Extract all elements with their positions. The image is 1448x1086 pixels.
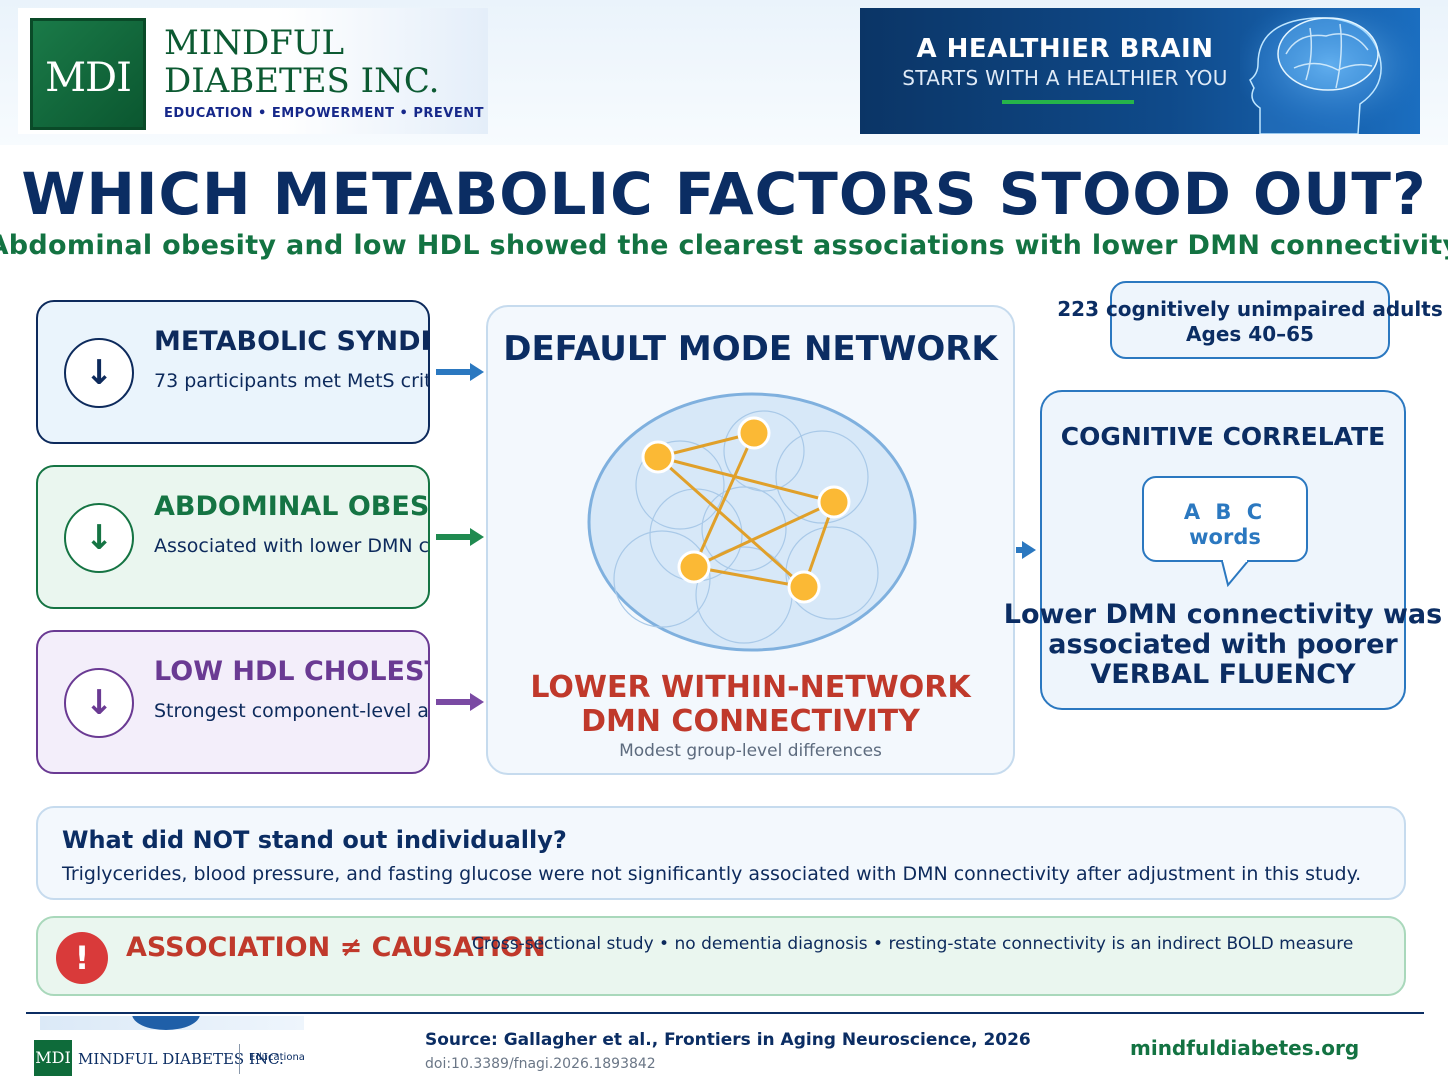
page-subtitle: Abdominal obesity and low HDL showed the… — [0, 230, 1448, 261]
cognitive-panel: COGNITIVE CORRELATE A B C words — [1040, 390, 1406, 710]
arrow-icon — [436, 693, 484, 711]
brain-head-icon — [1240, 8, 1420, 134]
sample-box — [1110, 281, 1390, 359]
dmn-note: Modest group-level differences — [619, 741, 882, 761]
down-arrow-icon: ↓ — [64, 668, 134, 738]
factor-card-low-hdl: ↓ LOW HDL CHOLESTEROL Strongest componen… — [36, 630, 430, 774]
banner-subline: STARTS WITH A HEALTHIER YOU — [902, 66, 1228, 90]
footer-divider — [26, 1012, 1424, 1014]
mdi-logo: MDI MINDFUL DIABETES INC. EDUCATION • EM… — [18, 8, 488, 134]
caveat-title: ASSOCIATION ≠ CAUSATION — [126, 932, 546, 963]
website-link[interactable]: mindfuldiabetes.org — [1130, 1036, 1360, 1060]
footer-logo: MDI MINDFUL DIABETES INC. Educational ir — [34, 1016, 304, 1082]
page-title: WHICH METABOLIC FACTORS STOOD OUT? — [21, 160, 1427, 228]
footer-logo-name: MINDFUL DIABETES INC. — [78, 1050, 284, 1068]
arrow-icon — [436, 363, 484, 381]
footer-logo-mark: MDI — [34, 1040, 72, 1076]
factor-title: LOW HDL CHOLESTEROL — [154, 656, 428, 687]
caveat-box: ! ASSOCIATION ≠ CAUSATION Cross-sectiona… — [36, 916, 1406, 996]
speech-word: words — [1189, 525, 1261, 549]
arrow-icon — [1016, 541, 1036, 559]
factor-card-metabolic-syndrome: ↓ METABOLIC SYNDROME 73 participants met… — [36, 300, 430, 444]
dmn-network-icon — [587, 392, 917, 652]
factor-desc: 73 participants met MetS criteria — [154, 370, 430, 392]
down-arrow-icon: ↓ — [64, 503, 134, 573]
logo-tagline: EDUCATION • EMPOWERMENT • PREVENT — [164, 106, 484, 121]
speech-letters: A B C — [1183, 500, 1267, 524]
banner-headline: A HEALTHIER BRAIN — [916, 34, 1214, 64]
arrow-icon — [436, 528, 484, 546]
cognitive-title: COGNITIVE CORRELATE — [1060, 422, 1386, 451]
footer-logo-sub: Educational ir — [249, 1052, 304, 1063]
dmn-panel: DEFAULT MODE NETWORK — [486, 305, 1015, 775]
footer-logo-divider — [239, 1044, 240, 1074]
logo-mark: MDI — [30, 18, 146, 130]
factor-title: METABOLIC SYNDROME — [154, 326, 428, 357]
factor-desc: Associated with lower DMN connectivity — [154, 535, 430, 557]
not-standout-title: What did NOT stand out individually? — [62, 826, 567, 854]
footer-logo-globe — [132, 1016, 200, 1030]
speech-bubble-icon: A B C words — [1142, 476, 1308, 562]
down-arrow-icon: ↓ — [64, 338, 134, 408]
logo-name: MINDFUL DIABETES INC. — [164, 23, 440, 101]
dmn-result: LOWER WITHIN-NETWORK DMN CONNECTIVITY — [530, 670, 971, 739]
speech-tail-icon — [1220, 559, 1250, 587]
source-citation: Source: Gallagher et al., Frontiers in A… — [425, 1030, 1031, 1050]
dmn-title: DEFAULT MODE NETWORK — [503, 329, 998, 369]
not-standout-box: What did NOT stand out individually? Tri… — [36, 806, 1406, 900]
brain-banner: A HEALTHIER BRAIN STARTS WITH A HEALTHIE… — [860, 8, 1420, 134]
factor-title: ABDOMINAL OBESITY — [154, 491, 430, 522]
caveat-desc: Cross-sectional study • no dementia diag… — [472, 934, 1354, 954]
doi-text: doi:10.3389/fnagi.2026.1893842 — [425, 1056, 656, 1072]
not-standout-desc: Triglycerides, blood pressure, and fasti… — [62, 863, 1362, 885]
cognitive-text: Lower DMN connectivity was associated wi… — [1003, 599, 1443, 690]
alert-icon: ! — [56, 932, 108, 984]
banner-accent-bar — [1002, 100, 1134, 104]
subtitle-wrap: Abdominal obesity and low HDL showed the… — [0, 230, 1448, 266]
factor-card-abdominal-obesity: ↓ ABDOMINAL OBESITY Associated with lowe… — [36, 465, 430, 609]
sample-text: 223 cognitively unimpaired adults Ages 4… — [1057, 297, 1443, 346]
factor-desc: Strongest component-level association — [154, 700, 429, 722]
